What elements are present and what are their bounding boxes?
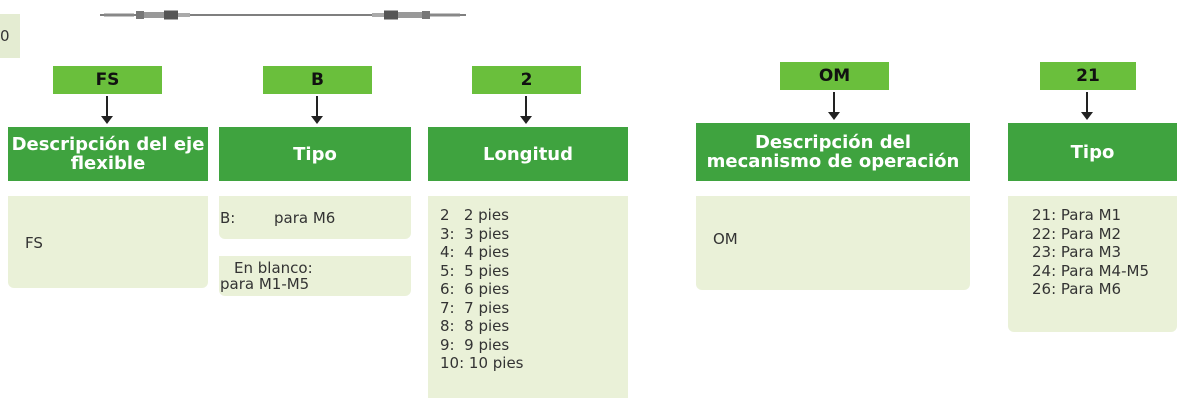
arrow-down-icon	[828, 92, 840, 120]
code-b-label: B	[311, 70, 324, 90]
code-badge-21: 21	[1040, 62, 1136, 90]
code-om-label: OM	[818, 66, 851, 86]
header-type-21: Tipo	[1008, 123, 1177, 181]
panel-om: OM	[696, 196, 970, 290]
list-item: 4: 4 pies	[440, 243, 510, 261]
option-b-key: B:	[220, 209, 236, 227]
code-badge-b: B	[263, 66, 372, 94]
list-item: 22: Para M2	[1032, 224, 1122, 243]
list-item: 6: 6 pies	[440, 280, 510, 298]
code-badge-om: OM	[780, 62, 889, 90]
list-item: 5: 5 pies	[440, 261, 510, 280]
arrow-down-icon	[311, 96, 323, 124]
header-type-b-text: Tipo	[293, 143, 337, 165]
header-fs-text: Descripción del eje flexible	[11, 134, 205, 174]
list-item: 26: Para M6	[1032, 280, 1122, 298]
header-operation-mechanism: Descripción del mecanismo de operación	[696, 123, 970, 181]
list-item: 2 2 pies	[440, 206, 509, 224]
header-type-21-text: Tipo	[1070, 141, 1115, 163]
list-item: 8: 8 pies	[440, 317, 510, 335]
option-blank-line1: En blanco:	[234, 259, 313, 277]
panel-b-option-1: B: para M6	[219, 196, 411, 239]
panel-type-21-list: 21: Para M1 22: Para M2 23: Para M3 24: …	[1008, 196, 1177, 332]
panel-fs: FS	[8, 196, 208, 288]
corner-tab: 0	[0, 14, 20, 58]
option-blank-line2: para M1-M5	[220, 275, 310, 293]
code-21-label: 21	[1076, 66, 1100, 86]
list-item: 7: 7 pies	[440, 298, 510, 317]
header-fs-description: Descripción del eje flexible	[8, 127, 208, 181]
option-b-value: para M6	[274, 209, 336, 227]
header-type-b: Tipo	[219, 127, 411, 181]
code-fs-label: FS	[95, 70, 120, 90]
list-item: 10: 10 pies	[440, 354, 524, 372]
header-length-text: Longitud	[482, 143, 573, 165]
panel-om-text: OM	[713, 230, 738, 248]
list-item: 9: 9 pies	[440, 335, 510, 354]
panel-fs-text: FS	[25, 234, 43, 252]
flexible-cable-icon	[100, 10, 466, 20]
list-item: 24: Para M4-M5	[1032, 261, 1149, 280]
code-badge-2: 2	[472, 66, 581, 94]
arrow-down-icon	[101, 96, 113, 124]
header-om-text: Descripción del mecanismo de operación	[706, 132, 960, 172]
code-badge-fs: FS	[53, 66, 162, 94]
list-item: 3: 3 pies	[440, 224, 510, 243]
arrow-down-icon	[520, 96, 532, 124]
list-item: 21: Para M1	[1032, 206, 1122, 224]
corner-tab-text: 0	[0, 27, 10, 45]
arrow-down-icon	[1081, 92, 1093, 120]
panel-b-option-2: En blanco: para M1-M5	[219, 256, 411, 296]
list-item: 23: Para M3	[1032, 243, 1122, 261]
code-2-label: 2	[520, 70, 533, 90]
header-length: Longitud	[428, 127, 628, 181]
panel-length-list: 2 2 pies 3: 3 pies 4: 4 pies 5: 5 pies 6…	[428, 196, 628, 398]
